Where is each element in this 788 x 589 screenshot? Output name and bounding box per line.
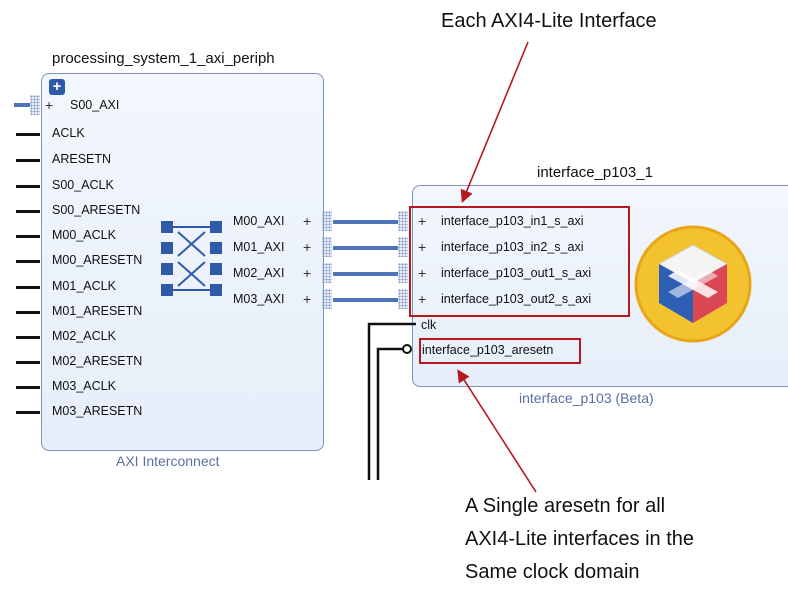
interface-p103-block[interactable] [412,185,788,387]
pin-m00-aclk [16,235,40,238]
pin-aclk [16,133,40,136]
pin-m00-aresetn [16,260,40,263]
port-m01-aresetn[interactable]: M01_ARESETN [52,304,143,318]
port-m02-axi[interactable]: M02_AXI [233,266,285,280]
m01-axi-connector-dots [322,237,332,257]
port-interface-p103-out1-s-axi[interactable]: interface_p103_out1_s_axi [441,266,592,280]
port-m00-aclk[interactable]: M00_ACLK [52,228,116,242]
pin-m02-aclk [16,336,40,339]
m01-axi-expand-icon[interactable]: + [303,239,312,255]
in1-expand-icon[interactable]: + [418,213,427,229]
port-interface-p103-aresetn[interactable]: interface_p103_aresetn [422,343,554,357]
port-s00-aresetn[interactable]: S00_ARESETN [52,203,141,217]
out1-expand-icon[interactable]: + [418,265,427,281]
in2-expand-icon[interactable]: + [418,239,427,255]
annotation-axi4-lite-interface: Each AXI4-Lite Interface [441,10,657,32]
port-m01-aclk[interactable]: M01_ACLK [52,279,116,293]
port-m00-aresetn[interactable]: M00_ARESETN [52,253,143,267]
port-interface-p103-in1-s-axi[interactable]: interface_p103_in1_s_axi [441,214,584,228]
in1-connector-dots [398,211,408,231]
m00-axi-connector-dots [322,211,332,231]
axi-ports-highlight-box [409,206,630,317]
port-m03-aresetn[interactable]: M03_ARESETN [52,404,143,418]
s00-axi-bus-pin [14,103,30,107]
port-m02-aclk[interactable]: M02_ACLK [52,329,116,343]
bus-wire-m03[interactable] [333,298,398,302]
aresetn-highlight-box [419,338,581,364]
pin-aresetn [16,159,40,162]
axi-block-type-label: AXI Interconnect [116,453,220,469]
port-s00-aclk[interactable]: S00_ACLK [52,178,114,192]
m03-axi-expand-icon[interactable]: + [303,291,312,307]
expand-plus-icon[interactable]: + [49,79,65,95]
s00-axi-connector-dots [30,95,40,115]
out1-connector-dots [398,263,408,283]
bus-wire-m00[interactable] [333,220,398,224]
iface-block-type-label: interface_p103 (Beta) [519,390,654,406]
port-s00-axi[interactable]: S00_AXI [70,98,120,112]
port-m01-axi[interactable]: M01_AXI [233,240,285,254]
bus-wire-m01[interactable] [333,246,398,250]
m02-axi-connector-dots [322,263,332,283]
port-aresetn[interactable]: ARESETN [52,152,112,166]
in2-connector-dots [398,237,408,257]
axi-block-instance-name: processing_system_1_axi_periph [52,50,275,67]
port-m00-axi[interactable]: M00_AXI [233,214,285,228]
port-aclk[interactable]: ACLK [52,126,85,140]
port-m03-aclk[interactable]: M03_ACLK [52,379,116,393]
pin-m03-aclk [16,386,40,389]
pin-s00-aresetn [16,210,40,213]
m03-axi-connector-dots [322,289,332,309]
annotation-reset-line-3: Same clock domain [465,561,640,583]
annotation-reset-line-1: A Single aresetn for all [465,495,666,517]
s00-axi-expand-icon[interactable]: + [45,97,54,113]
pin-m02-aresetn [16,361,40,364]
m00-axi-expand-icon[interactable]: + [303,213,312,229]
port-m03-axi[interactable]: M03_AXI [233,292,285,306]
port-m02-aresetn[interactable]: M02_ARESETN [52,354,143,368]
out2-expand-icon[interactable]: + [418,291,427,307]
out2-connector-dots [398,289,408,309]
axi-interconnect-block[interactable] [41,73,324,451]
port-clk[interactable]: clk [421,318,437,332]
iface-block-instance-name: interface_p103_1 [537,164,653,181]
port-interface-p103-out2-s-axi[interactable]: interface_p103_out2_s_axi [441,292,592,306]
port-interface-p103-in2-s-axi[interactable]: interface_p103_in2_s_axi [441,240,584,254]
pin-m01-aresetn [16,311,40,314]
annotation-reset-line-2: AXI4-Lite interfaces in the [465,528,695,550]
bus-wire-m02[interactable] [333,272,398,276]
pin-m03-aresetn [16,411,40,414]
pin-s00-aclk [16,185,40,188]
pin-m01-aclk [16,286,40,289]
m02-axi-expand-icon[interactable]: + [303,265,312,281]
